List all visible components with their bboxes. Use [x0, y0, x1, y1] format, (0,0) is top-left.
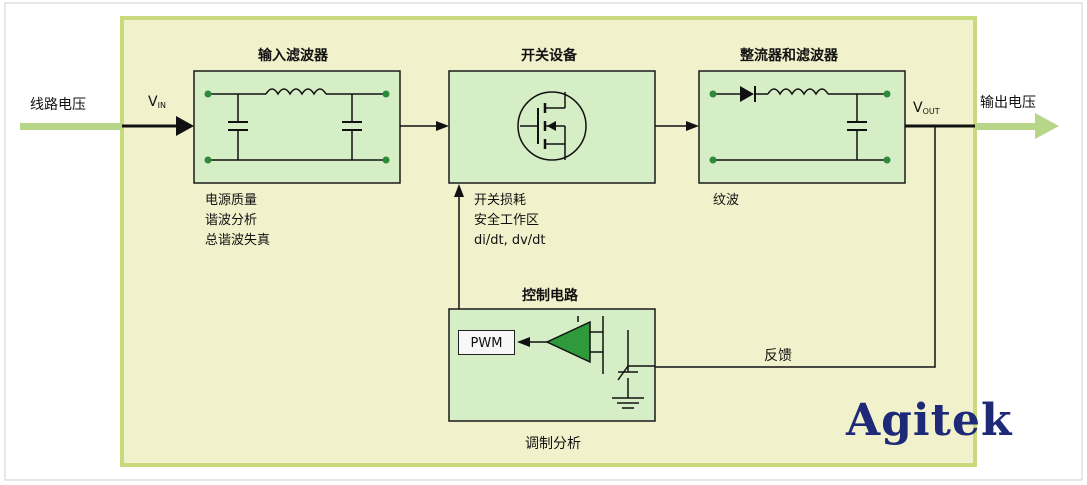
line-voltage-arrow	[20, 123, 122, 130]
note-harmonic-analysis: 谐波分析	[205, 213, 258, 228]
rectifier-filter-block	[698, 70, 906, 184]
v-in-base: V	[148, 94, 158, 110]
node-icon	[204, 90, 212, 98]
note-thd: 总谐波失真	[205, 233, 271, 248]
note-switching-loss: 开关损耗	[474, 193, 527, 208]
arrow-switch-to-rectifier	[655, 121, 699, 131]
pwm-box: PWM	[458, 330, 515, 355]
feedback-label: 反馈	[764, 348, 792, 364]
v-out-base: V	[913, 100, 923, 116]
amplifier-icon	[545, 320, 591, 364]
rectifier-notes: 纹波	[713, 191, 739, 211]
node-icon	[709, 90, 717, 98]
node-icon	[883, 156, 891, 164]
v-in-sub: IN	[157, 101, 166, 110]
node-icon	[883, 90, 891, 98]
input-filter-block	[193, 70, 401, 184]
switch-device-notes: 开关损耗 安全工作区 di/dt, dv/dt	[474, 191, 546, 251]
note-di-dt: di/dt, dv/dt	[474, 233, 546, 248]
control-circuit-title: 控制电路	[522, 288, 578, 304]
arrow-filter-to-switch	[400, 121, 449, 131]
input-filter-title: 输入滤波器	[258, 48, 328, 64]
node-icon	[204, 156, 212, 164]
outer-frame	[4, 2, 1083, 481]
modulation-analysis-label: 调制分析	[525, 436, 581, 452]
note-safe-operating-area: 安全工作区	[474, 213, 540, 228]
input-filter-notes: 电源质量 谐波分析 总谐波失真	[205, 191, 270, 251]
output-voltage-label: 输出电压	[980, 95, 1036, 111]
arrow-control-to-switch	[454, 184, 464, 309]
switch-device-block	[448, 70, 656, 184]
line-voltage-label: 线路电压	[30, 97, 86, 113]
output-arrow	[905, 113, 1059, 139]
diode-icon	[740, 86, 754, 102]
node-icon	[382, 90, 390, 98]
node-icon	[382, 156, 390, 164]
mosfet-icon	[517, 91, 587, 161]
feedback-line	[655, 126, 936, 368]
v-out-label: VOUT	[913, 100, 940, 116]
v-in-label: VIN	[148, 94, 166, 110]
note-ripple: 纹波	[713, 193, 740, 208]
agitek-logo: Agitek	[846, 395, 1013, 446]
control-circuit-block	[448, 308, 656, 422]
rectifier-filter-title: 整流器和滤波器	[740, 48, 838, 64]
node-icon	[709, 156, 717, 164]
note-power-quality: 电源质量	[205, 193, 258, 208]
switch-device-title: 开关设备	[521, 48, 577, 64]
v-out-sub: OUT	[922, 107, 940, 116]
input-arrow	[122, 116, 194, 136]
